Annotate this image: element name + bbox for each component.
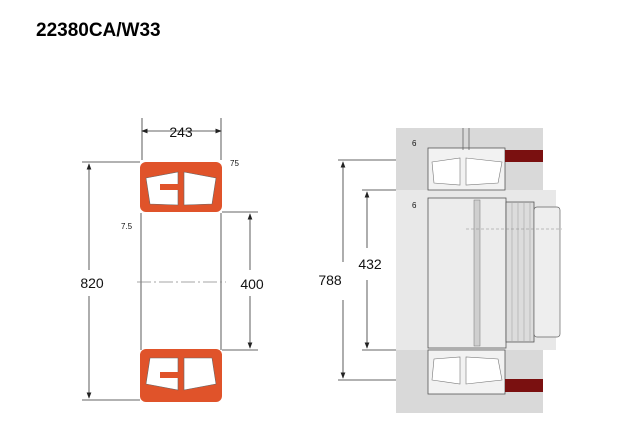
inner-dimension-label: 432 [358,256,382,272]
bearing-ring-top [140,162,222,212]
product-title: 22380CA/W33 [36,20,161,41]
bore-label: 400 [240,276,264,292]
outer-dimension-label: 788 [318,272,342,288]
seal-top [505,150,543,162]
fillet-top-label: 6 [412,139,417,148]
width-label: 243 [169,124,193,140]
chamfer-top-label: 75 [230,159,239,168]
outer-diameter-label: 820 [80,275,104,291]
locknut [505,201,535,343]
bearing-ring-bottom [140,349,222,402]
mounting-assembly-view [338,128,562,413]
chamfer-side-label: 7.5 [121,222,133,231]
bearing-section-view [82,118,258,401]
seal-bottom [505,379,543,392]
adapter-sleeve [427,197,507,349]
fillet-inner-label: 6 [412,201,417,210]
